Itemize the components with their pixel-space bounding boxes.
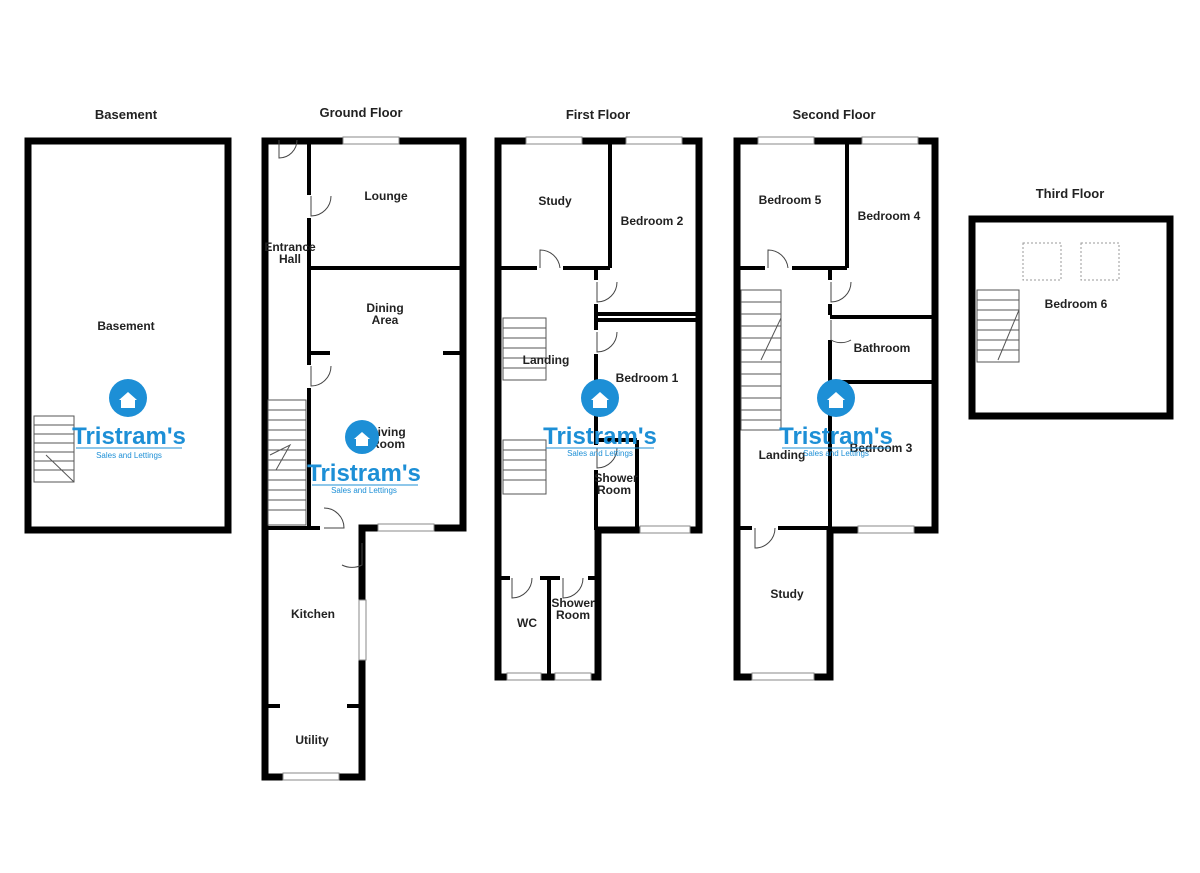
skylight	[1080, 242, 1120, 281]
room-label-shower-room: Room	[556, 608, 590, 622]
watermark-logo-2: Tristram's Sales and Lettings	[307, 420, 421, 495]
third-floor-outline	[968, 215, 1174, 420]
room-label-dining-area: Dining	[366, 301, 403, 315]
door-swing	[562, 577, 584, 599]
room-label-bedroom-1: Bedroom 1	[616, 371, 679, 385]
window	[377, 523, 435, 532]
brand-tagline: Sales and Lettings	[803, 449, 869, 458]
room-label-living-room: Room	[371, 437, 405, 451]
door-swing	[341, 543, 363, 568]
room-label-dining-area: Area	[372, 313, 399, 327]
basement-floor: Basement Basement Tristram's Sales and L…	[24, 107, 232, 534]
watermark-logo-3: Tristram's Sales and Lettings	[543, 379, 657, 458]
room-label-living-room: Living	[370, 425, 405, 439]
door-swing	[767, 249, 789, 269]
window	[525, 136, 583, 145]
room-label-bedroom-6: Bedroom 6	[1045, 297, 1108, 311]
door-swing	[278, 139, 298, 159]
door-swing	[830, 320, 852, 344]
ground-stairs	[267, 399, 307, 526]
door-swing	[596, 281, 618, 303]
brand-tagline: Sales and Lettings	[96, 451, 162, 460]
room-label-bedroom-5: Bedroom 5	[759, 193, 822, 207]
brand-tagline: Sales and Lettings	[331, 486, 397, 495]
watermark-logo-1: Tristram's Sales and Lettings	[72, 379, 186, 460]
room-label-landing: Landing	[523, 353, 570, 367]
room-label-shower-room: Shower	[594, 471, 638, 485]
room-label-bathroom: Bathroom	[854, 341, 911, 355]
ground-floor-title: Ground Floor	[319, 105, 402, 120]
window	[625, 136, 683, 145]
second-floor: Second Floor	[733, 107, 939, 681]
room-label-kitchen: Kitchen	[291, 607, 335, 621]
room-label-basement: Basement	[97, 319, 154, 333]
brand-tagline: Sales and Lettings	[567, 449, 633, 458]
window	[282, 772, 340, 781]
room-label-bedroom-4: Bedroom 4	[858, 209, 921, 223]
room-label-wc: WC	[517, 616, 537, 630]
door-swing	[596, 331, 618, 353]
room-label-lounge: Lounge	[364, 189, 408, 203]
second-floor-stairs	[740, 289, 782, 431]
brand-name: Tristram's	[72, 423, 186, 450]
basement-stairs	[33, 415, 75, 483]
first-floor-title: First Floor	[566, 107, 630, 122]
window	[639, 525, 691, 534]
window	[342, 136, 400, 145]
third-floor-title: Third Floor	[1036, 186, 1105, 201]
room-label-entrance-hall: Hall	[279, 252, 301, 266]
door-swing	[323, 507, 345, 529]
room-label-entrance-hall: Entrance	[264, 240, 316, 254]
brand-name: Tristram's	[779, 423, 893, 450]
window	[358, 599, 367, 661]
first-floor-stairs-upper	[502, 317, 547, 381]
third-floor: Third Floor Bedroom 6	[968, 186, 1174, 420]
window	[757, 136, 815, 145]
room-label-shower-room: Shower	[551, 596, 595, 610]
second-floor-title: Second Floor	[792, 107, 875, 122]
window	[861, 136, 919, 145]
first-floor-stairs-lower	[502, 439, 547, 495]
room-label-shower-room: Room	[597, 483, 631, 497]
window	[857, 525, 915, 534]
door-swing	[596, 447, 618, 469]
room-label-utility: Utility	[295, 733, 329, 747]
window	[506, 672, 542, 681]
door-swing	[511, 577, 533, 599]
door-swing	[539, 249, 561, 269]
room-label-study: Study	[538, 194, 572, 208]
brand-name: Tristram's	[307, 460, 421, 487]
basement-title: Basement	[95, 107, 158, 122]
skylight	[1022, 242, 1062, 281]
ground-floor-outline	[261, 137, 467, 781]
window	[751, 672, 815, 681]
room-label-study: Study	[770, 587, 804, 601]
basement-outline	[24, 137, 232, 534]
first-floor: First Floor	[494, 107, 703, 681]
door-swing	[830, 281, 852, 303]
watermark-logo-4: Tristram's Sales and Lettings	[779, 379, 893, 458]
room-label-bedroom-2: Bedroom 2	[621, 214, 684, 228]
third-floor-stairs	[976, 289, 1020, 363]
room-label-landing: Landing	[759, 448, 806, 462]
door-swing	[310, 195, 332, 217]
window	[554, 672, 592, 681]
brand-name: Tristram's	[543, 423, 657, 450]
ground-floor: Ground Floor	[261, 105, 467, 781]
door-swing	[310, 365, 332, 387]
door-swing	[754, 527, 776, 549]
